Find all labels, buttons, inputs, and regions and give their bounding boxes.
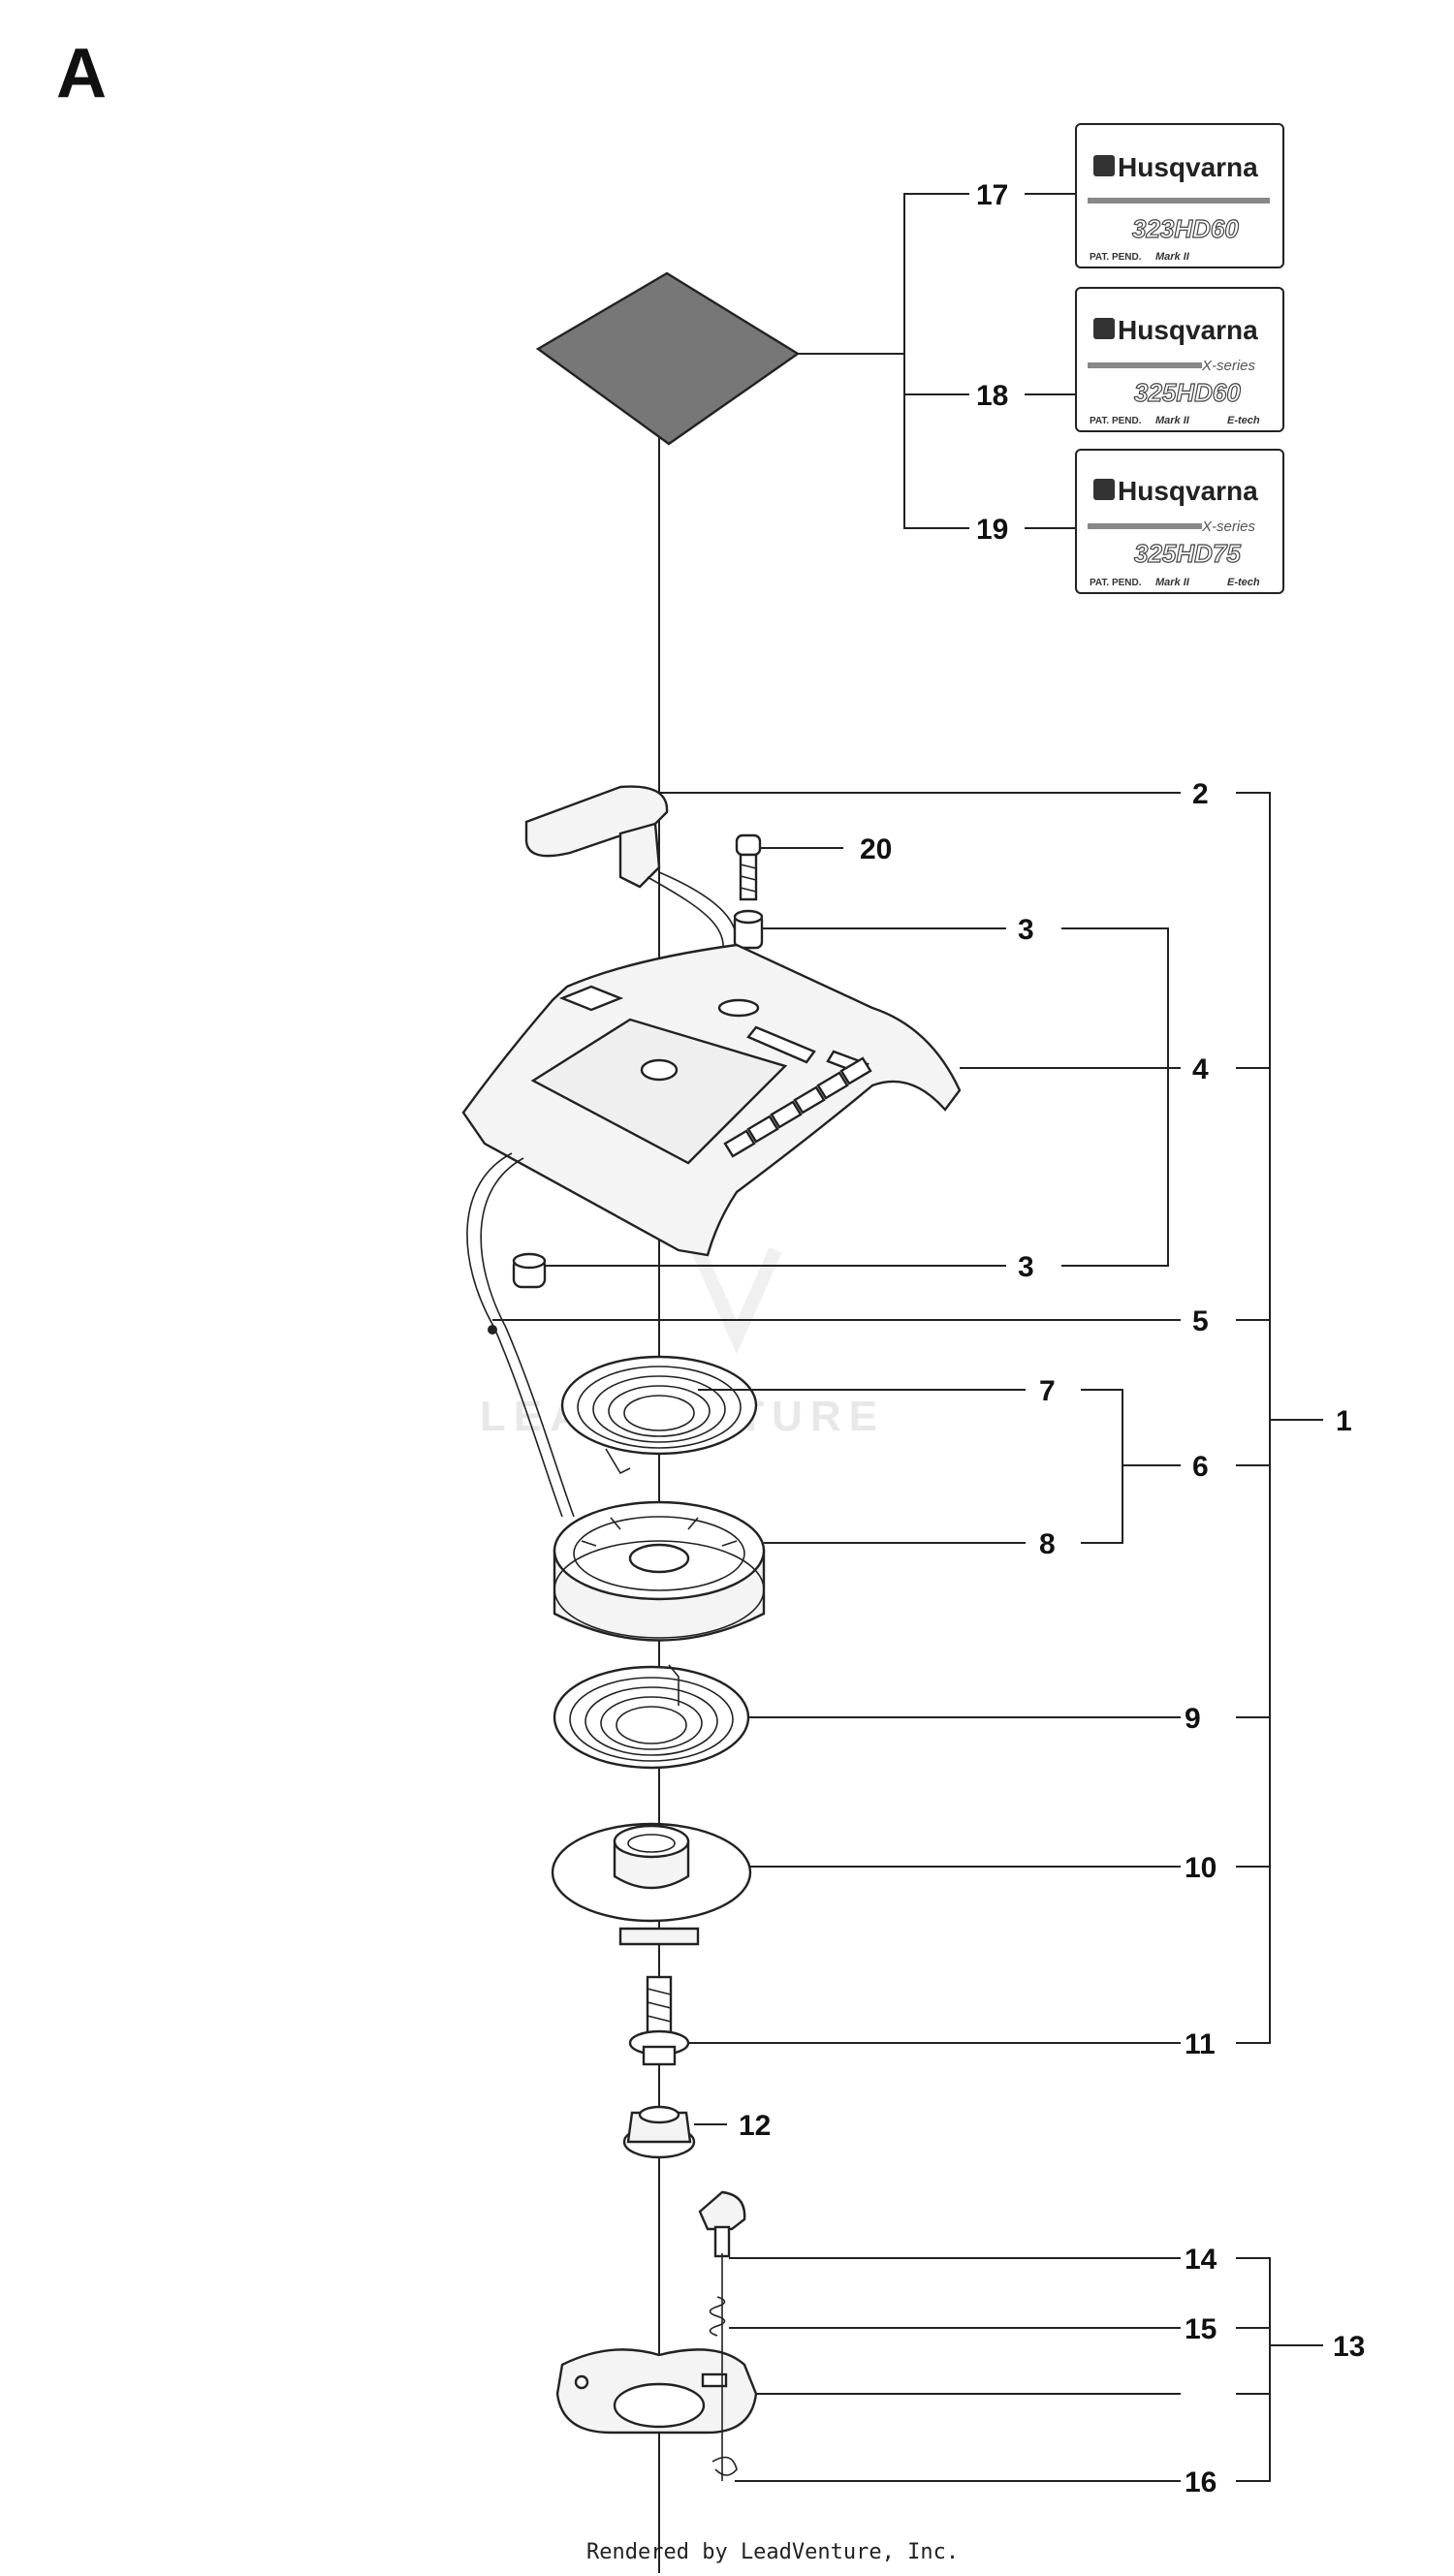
pin-16 xyxy=(711,2456,738,2476)
decal-mark: Mark II xyxy=(1155,577,1190,588)
label-3-bottom: 3 xyxy=(1018,1251,1034,1283)
decal-series: X-series xyxy=(1201,518,1256,535)
label-2: 2 xyxy=(1192,778,1209,810)
screw-11 xyxy=(628,1975,690,2066)
decal-model: 323HD60 xyxy=(1132,214,1239,243)
sleeve-3-top xyxy=(733,909,764,950)
label-13: 13 xyxy=(1333,2331,1365,2363)
pulley-10 xyxy=(551,1822,752,1946)
decal-pat: PAT. PEND. xyxy=(1090,416,1142,426)
decal-18: Husqvarna X-series 325HD60 PAT. PEND. Ma… xyxy=(1075,287,1284,432)
label-4: 4 xyxy=(1192,1053,1209,1085)
label-17: 17 xyxy=(976,179,1008,211)
label-20: 20 xyxy=(860,833,892,865)
decal-brand: Husqvarna xyxy=(1118,152,1258,182)
section-letter: A xyxy=(56,35,107,112)
decal-leaders xyxy=(798,193,1076,529)
bolt-20 xyxy=(735,833,762,901)
decal-mark: Mark II xyxy=(1155,415,1190,426)
label-18: 18 xyxy=(976,380,1008,412)
label-16: 16 xyxy=(1185,2466,1217,2498)
label-6: 6 xyxy=(1192,1451,1209,1483)
label-12: 12 xyxy=(739,2110,771,2142)
starter-housing xyxy=(461,943,962,1257)
label-11: 11 xyxy=(1185,2028,1216,2060)
starter-handle xyxy=(524,785,739,970)
decal-pat: PAT. PEND. xyxy=(1090,252,1142,263)
decal-19: Husqvarna X-series 325HD75 PAT. PEND. Ma… xyxy=(1075,449,1284,594)
decal-mark: Mark II xyxy=(1155,251,1190,263)
decal-model: 325HD60 xyxy=(1134,378,1241,407)
decal-series: X-series xyxy=(1201,358,1256,374)
label-19: 19 xyxy=(976,514,1008,546)
label-15: 15 xyxy=(1185,2313,1217,2345)
recoil-spring-7 xyxy=(560,1355,758,1475)
decal-pat: PAT. PEND. xyxy=(1090,578,1142,588)
decal-17: Husqvarna 323HD60 PAT. PEND. Mark II xyxy=(1075,123,1284,268)
part-labels: 17 18 19 2 20 3 4 3 5 7 1 6 8 9 10 11 12… xyxy=(739,179,1365,2498)
decal-etech: E-tech xyxy=(1227,577,1260,588)
label-8: 8 xyxy=(1039,1528,1056,1560)
decal-model: 325HD75 xyxy=(1134,539,1241,568)
label-3-top: 3 xyxy=(1018,914,1034,946)
spring-9 xyxy=(553,1664,750,1770)
decal-etech: E-tech xyxy=(1227,415,1260,426)
decal-brand: Husqvarna xyxy=(1118,315,1258,345)
leader-lines xyxy=(492,792,1323,2482)
decal-brand: Husqvarna xyxy=(1118,476,1258,506)
label-5: 5 xyxy=(1192,1305,1209,1337)
starter-rope xyxy=(466,1152,575,1518)
sleeve-3-bottom xyxy=(512,1252,547,1289)
spring-15 xyxy=(709,2296,726,2337)
decal-sheet xyxy=(535,271,801,446)
pulley-housing-13 xyxy=(555,2348,758,2435)
rope-pulley-8 xyxy=(553,1500,766,1642)
label-14: 14 xyxy=(1185,2244,1217,2276)
label-10: 10 xyxy=(1185,1852,1217,1884)
footer-credit: Rendered by LeadVenture, Inc. xyxy=(586,2540,959,2564)
label-9: 9 xyxy=(1185,1703,1201,1735)
lock-button-14 xyxy=(698,2190,746,2258)
nut-12 xyxy=(622,2105,696,2159)
label-1: 1 xyxy=(1336,1405,1352,1437)
label-7: 7 xyxy=(1039,1375,1056,1407)
